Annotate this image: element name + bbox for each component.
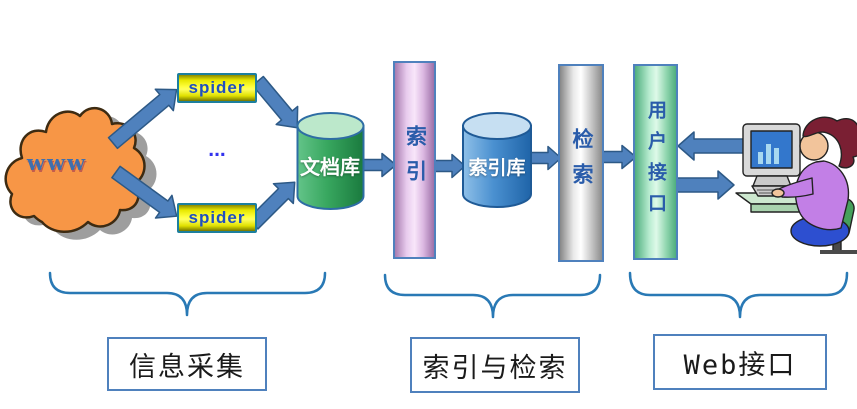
group-label-web-interface: Web接口 xyxy=(683,349,797,381)
arrow-indexstore-to-retrieval xyxy=(530,145,562,171)
group-box-web-interface: Web接口 xyxy=(653,334,827,390)
group-box-collection: 信息采集 xyxy=(107,337,267,391)
doc-store-label: 文档库 xyxy=(300,157,360,179)
arrow-docstore-to-indexing xyxy=(361,152,397,178)
group-box-index-retrieval: 索引与检索 xyxy=(410,337,580,393)
arrow-cloud-to-spider-top xyxy=(107,88,178,150)
user-interface-bar: 用户接口 xyxy=(633,64,678,260)
user-at-computer-clipart xyxy=(735,116,857,254)
spider-top-label: spider xyxy=(188,78,246,97)
index-store-cylinder xyxy=(462,112,532,208)
spider-box-bottom: spider xyxy=(177,203,257,233)
spider-bottom-label: spider xyxy=(188,208,246,227)
indexing-bar: 索引 xyxy=(393,61,436,259)
group-label-index-retrieval: 索引与检索 xyxy=(422,352,568,384)
brace-index-retrieval xyxy=(383,273,602,319)
retrieval-label: 检索 xyxy=(570,128,593,198)
arrow-cloud-to-spider-bottom xyxy=(111,165,178,219)
arrow-retrieval-to-ui xyxy=(601,144,637,170)
user-interface-label: 用户接口 xyxy=(645,100,666,224)
retrieval-bar: 检索 xyxy=(558,64,604,262)
group-label-collection: 信息采集 xyxy=(129,351,245,383)
arrow-spider-top-to-docstore xyxy=(251,75,299,129)
arrow-ui-to-user xyxy=(675,170,735,200)
doc-store-cylinder xyxy=(296,112,365,210)
spider-ellipsis: ... xyxy=(208,138,226,161)
brace-collection xyxy=(48,271,327,317)
spider-box-top: spider xyxy=(177,73,257,103)
indexing-label: 索引 xyxy=(403,125,427,195)
www-label: www xyxy=(26,150,88,175)
arrow-indexing-to-indexstore xyxy=(434,153,466,179)
arrow-spider-bottom-to-docstore xyxy=(247,181,296,230)
arrow-user-to-ui xyxy=(677,131,745,161)
brace-web-interface xyxy=(628,271,849,319)
index-store-label: 索引库 xyxy=(468,158,526,179)
